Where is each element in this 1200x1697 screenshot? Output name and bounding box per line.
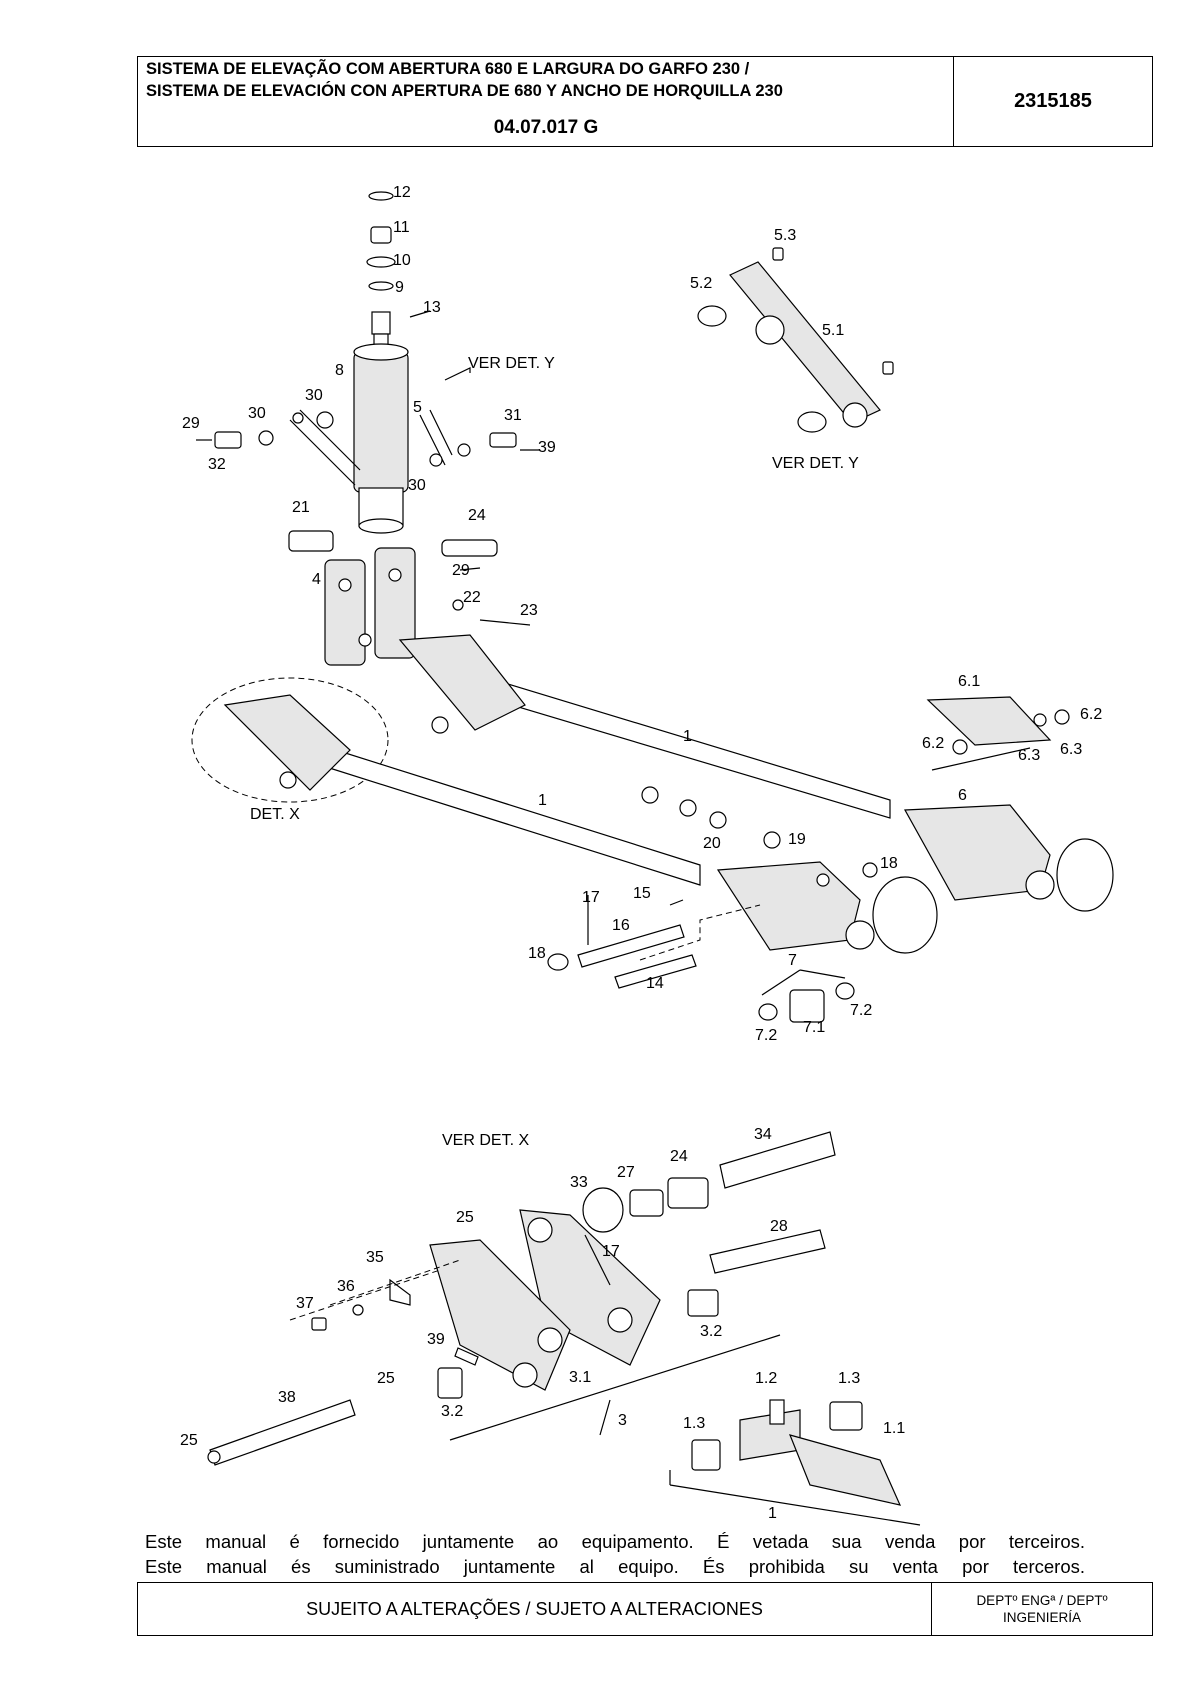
label-30-b: 30 — [248, 405, 266, 422]
label-5-3: 5.3 — [774, 227, 796, 244]
label-39-b: 39 — [427, 1331, 445, 1348]
detail-x-assembly — [207, 1131, 921, 1526]
footer-block: SUJEITO A ALTERAÇÕES / SUJETO A ALTERACI… — [137, 1582, 1153, 1636]
title-spanish: SISTEMA DE ELEVACIÓN CON APERTURA DE 680… — [146, 82, 783, 100]
label-7: 7 — [788, 952, 797, 969]
label-7-2-b: 7.2 — [755, 1027, 777, 1044]
label-32: 32 — [208, 456, 226, 473]
label-30-a: 30 — [305, 387, 323, 404]
label-3-2-a: 3.2 — [700, 1323, 722, 1340]
label-9: 9 — [395, 279, 404, 296]
label-24-a: 24 — [468, 507, 486, 524]
label-5: 5 — [413, 399, 422, 416]
label-6-3-b: 6.3 — [1060, 741, 1082, 758]
label-29-a: 29 — [182, 415, 200, 432]
label-1-2: 1.2 — [755, 1370, 777, 1387]
disclaimer-portuguese: Este manual é fornecido juntamente ao eq… — [145, 1531, 1085, 1552]
fork-arms — [191, 634, 1114, 1023]
label-35: 35 — [366, 1249, 384, 1266]
label-19: 19 — [788, 831, 806, 848]
label-1-b: 1 — [538, 792, 547, 809]
label-1-a: 1 — [683, 728, 692, 745]
label-30-c: 30 — [408, 477, 426, 494]
label-6-1: 6.1 — [958, 673, 980, 690]
label-3-1: 3.1 — [569, 1369, 591, 1386]
title-cell: SISTEMA DE ELEVAÇÃO COM ABERTURA 680 E L… — [138, 57, 954, 146]
label-36: 36 — [337, 1278, 355, 1295]
pivot-blocks — [288, 530, 531, 666]
label-17-b: 17 — [602, 1243, 620, 1260]
label-25-b: 25 — [377, 1370, 395, 1387]
label-7-1: 7.1 — [803, 1019, 825, 1036]
disclaimer-spanish: Este manual és suministrado juntamente a… — [145, 1556, 1085, 1577]
label-1-3-b: 1.3 — [683, 1415, 705, 1432]
label-1-1: 1.1 — [883, 1420, 905, 1437]
label-38: 38 — [278, 1389, 296, 1406]
label-3: 3 — [618, 1412, 627, 1429]
label-17-a: 17 — [582, 889, 600, 906]
label-22: 22 — [463, 589, 481, 606]
label-18-a: 18 — [880, 855, 898, 872]
label-24-b: 24 — [670, 1148, 688, 1165]
label-39-a: 39 — [538, 439, 556, 456]
note-ver-det-x: VER DET. X — [442, 1132, 529, 1149]
label-14: 14 — [646, 975, 664, 992]
label-37: 37 — [296, 1295, 314, 1312]
cylinder-assembly — [196, 191, 540, 534]
label-6-3-a: 6.3 — [1018, 747, 1040, 764]
department-cell: DEPTº ENGª / DEPTº INGENIERÍA — [932, 1583, 1152, 1635]
label-5-1: 5.1 — [822, 322, 844, 339]
label-31: 31 — [504, 407, 522, 424]
label-34: 34 — [754, 1126, 772, 1143]
label-27: 27 — [617, 1164, 635, 1181]
title-block: SISTEMA DE ELEVAÇÃO COM ABERTURA 680 E L… — [137, 56, 1153, 147]
label-10: 10 — [393, 252, 411, 269]
note-ver-det-y-1: VER DET. Y — [468, 355, 555, 372]
label-12: 12 — [393, 184, 411, 201]
label-25-c: 25 — [180, 1432, 198, 1449]
label-6-2-b: 6.2 — [922, 735, 944, 752]
department-line-1: DEPTº ENGª / DEPTº — [976, 1593, 1108, 1608]
label-25-a: 25 — [456, 1209, 474, 1226]
label-11: 11 — [393, 219, 410, 236]
label-21: 21 — [292, 499, 310, 516]
label-28: 28 — [770, 1218, 788, 1235]
label-13: 13 — [423, 299, 441, 316]
label-6: 6 — [958, 787, 967, 804]
label-4: 4 — [312, 571, 321, 588]
label-7-2-a: 7.2 — [850, 1002, 872, 1019]
label-33: 33 — [570, 1174, 588, 1191]
label-18-b: 18 — [528, 945, 546, 962]
part-number: 2315185 — [1014, 90, 1092, 112]
label-29-b: 29 — [452, 562, 470, 579]
document-code: 04.07.017 G — [493, 117, 599, 138]
label-1-c: 1 — [768, 1505, 777, 1522]
note-ver-det-y-2: VER DET. Y — [772, 455, 859, 472]
label-20: 20 — [703, 835, 721, 852]
top-right-crossbar — [697, 247, 894, 433]
note-det-x: DET. X — [250, 806, 300, 823]
department-line-2: INGENIERÍA — [1002, 1610, 1081, 1625]
label-1-3-a: 1.3 — [838, 1370, 860, 1387]
label-6-2-a: 6.2 — [1080, 706, 1102, 723]
label-23: 23 — [520, 602, 538, 619]
subject-to-change-note: SUJEITO A ALTERAÇÕES / SUJETO A ALTERACI… — [138, 1583, 932, 1635]
label-8: 8 — [335, 362, 344, 379]
label-5-2: 5.2 — [690, 275, 712, 292]
label-15: 15 — [633, 885, 651, 902]
label-16: 16 — [612, 917, 630, 934]
label-3-2-b: 3.2 — [441, 1403, 463, 1420]
part-labels: 12 11 10 9 13 8 VER DET. Y 5 30 30 29 32… — [180, 184, 1102, 1522]
title-portuguese: SISTEMA DE ELEVAÇÃO COM ABERTURA 680 E L… — [146, 60, 750, 78]
